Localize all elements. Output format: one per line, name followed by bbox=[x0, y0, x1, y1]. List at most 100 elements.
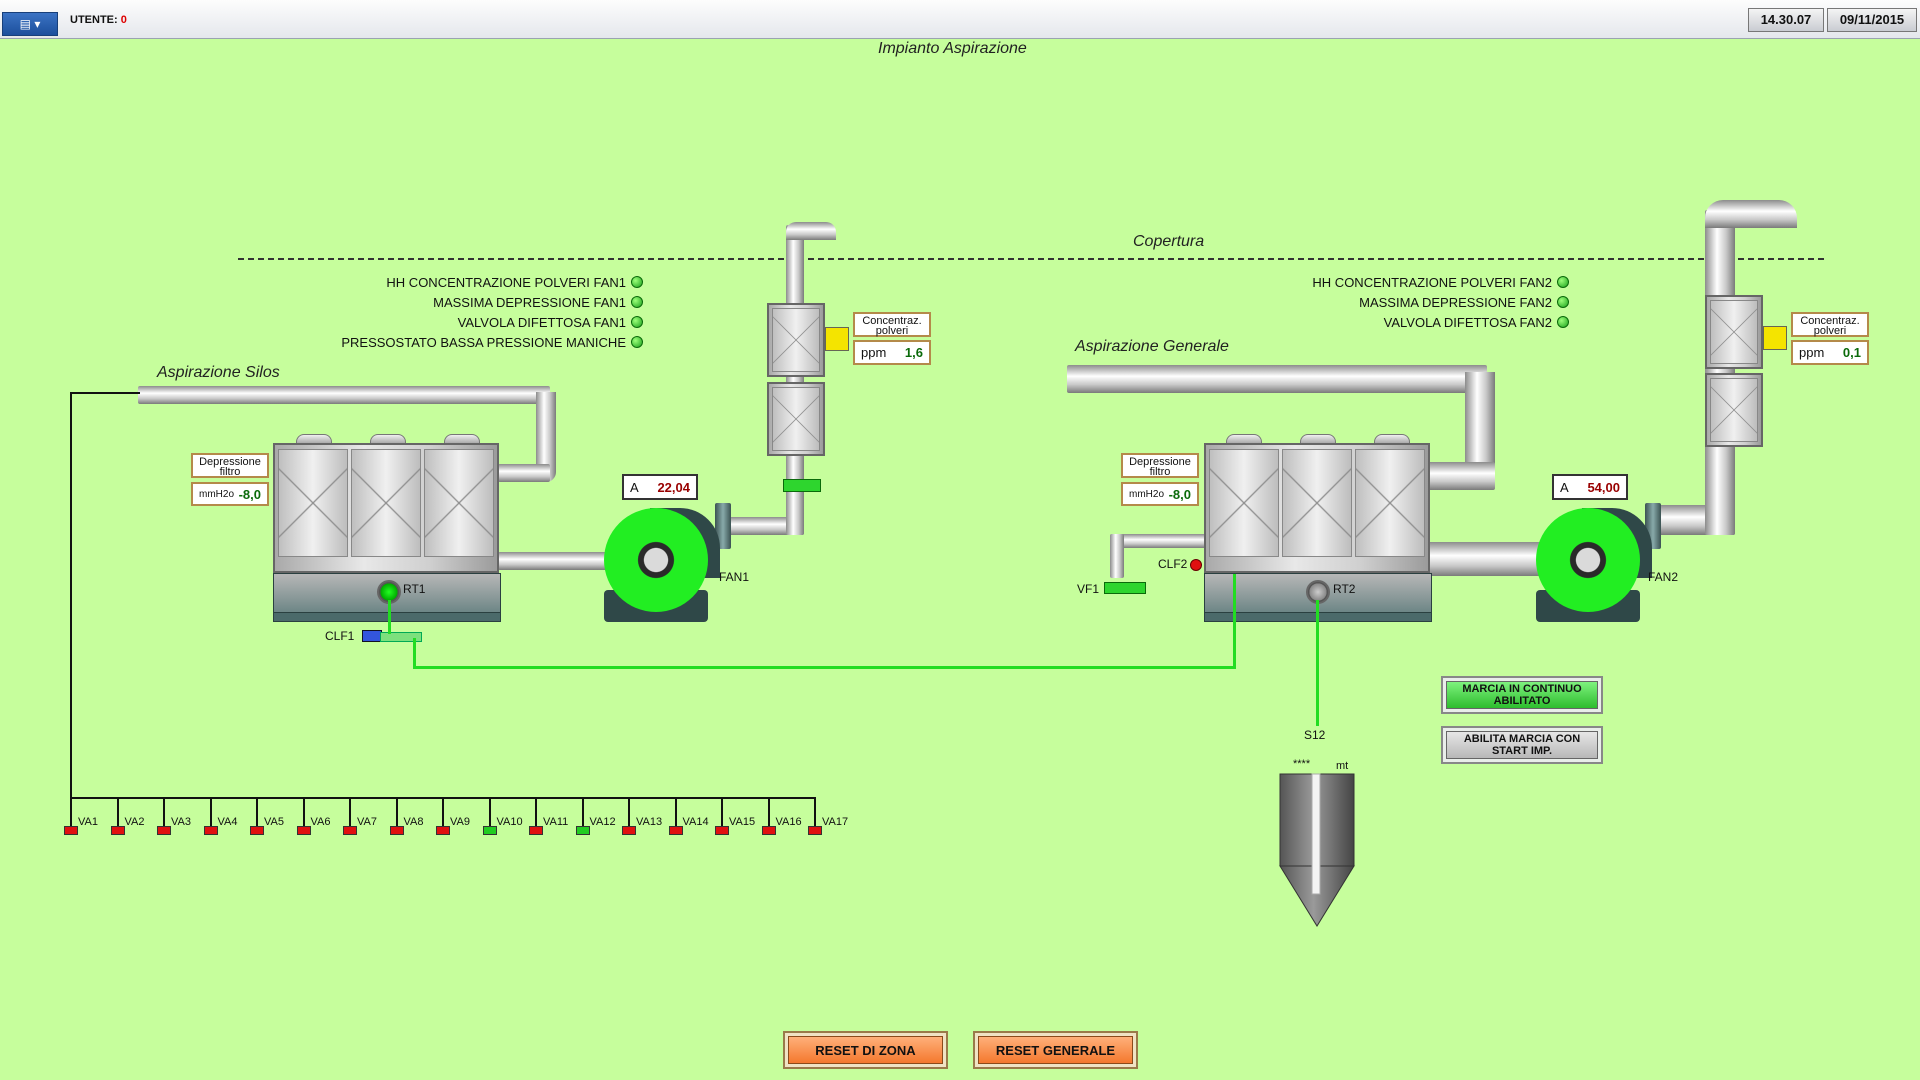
dust-unit: ppm bbox=[861, 345, 887, 360]
valve-stem bbox=[163, 797, 165, 829]
valve-label: VA10 bbox=[496, 816, 523, 828]
dust1-sensor-housing-bottom bbox=[767, 382, 825, 456]
enable-start-label: ABILITA MARCIA CON START IMP. bbox=[1446, 731, 1598, 759]
valve-label: VA11 bbox=[543, 816, 569, 828]
valve-icon bbox=[157, 826, 171, 835]
filter2-bag bbox=[1355, 449, 1425, 557]
valve-label: VA8 bbox=[403, 816, 424, 828]
valve-stem bbox=[535, 797, 537, 829]
silos-manifold-top bbox=[70, 392, 140, 394]
page-title: Impianto Aspirazione bbox=[878, 40, 1027, 57]
fan2-impeller-icon[interactable] bbox=[1536, 508, 1640, 612]
fan1-stack-hood bbox=[786, 222, 836, 240]
status-ok-icon bbox=[631, 336, 643, 348]
valve-label: VA4 bbox=[217, 816, 238, 828]
fan1-label: FAN1 bbox=[719, 570, 750, 584]
user-label: UTENTE: bbox=[70, 14, 118, 26]
current-unit: A bbox=[630, 479, 639, 495]
fan1-current-display: A 22,04 bbox=[622, 474, 698, 500]
valve-stem bbox=[814, 797, 816, 829]
valve-label: VA15 bbox=[729, 816, 756, 828]
valve-label: VA17 bbox=[822, 816, 849, 828]
general-intake-pipe bbox=[1067, 365, 1487, 393]
current-value: 54,00 bbox=[1587, 479, 1620, 495]
filter1-bag bbox=[424, 449, 494, 557]
filter2-inlet-pipe bbox=[1425, 462, 1495, 490]
roof-line bbox=[238, 258, 1824, 260]
silos-manifold-riser bbox=[70, 392, 72, 798]
valve-icon bbox=[575, 826, 590, 835]
dust1-cell bbox=[772, 308, 820, 372]
vf1-branch-drop bbox=[1110, 534, 1124, 578]
fan2-current-display: A 54,00 bbox=[1552, 474, 1628, 500]
enable-start-button[interactable]: ABILITA MARCIA CON START IMP. bbox=[1441, 726, 1603, 764]
alarm-label: HH CONCENTRAZIONE POLVERI FAN2 bbox=[1312, 275, 1552, 290]
valve-icon bbox=[529, 826, 543, 835]
dust1-cell bbox=[772, 387, 820, 451]
dust-unit: ppm bbox=[1799, 345, 1825, 360]
alarm-faulty-valve-fan1: VALVOLA DIFETTOSA FAN1 bbox=[458, 315, 643, 330]
valve-label: VA9 bbox=[450, 816, 470, 828]
filter1-inlet-pipe bbox=[498, 464, 550, 482]
fan1-damper-valve[interactable] bbox=[783, 479, 821, 492]
alarm-low-pressure-switch: PRESSOSTATO BASSA PRESSIONE MANICHE bbox=[341, 335, 643, 350]
status-ok-icon bbox=[631, 276, 643, 288]
clf1-label: CLF1 bbox=[325, 629, 355, 643]
alarm-label: MASSIMA DEPRESSIONE FAN1 bbox=[433, 295, 626, 310]
clf1-motor-icon[interactable] bbox=[362, 630, 382, 642]
main-menu-button[interactable]: ▤ ▾ bbox=[2, 12, 58, 36]
status-ok-icon bbox=[1557, 276, 1569, 288]
valve-icon bbox=[482, 826, 497, 835]
fan2-stack-pipe bbox=[1705, 210, 1735, 535]
rt1-label: RT1 bbox=[403, 582, 426, 596]
silo-level-value: **** bbox=[1293, 758, 1311, 770]
valve-stem bbox=[488, 797, 491, 829]
valve-icon bbox=[622, 826, 636, 835]
dust1-sensor-housing-top bbox=[767, 303, 825, 377]
user-indicator: UTENTE: 0 bbox=[70, 14, 127, 26]
valve-label: VA2 bbox=[124, 816, 145, 828]
user-value: 0 bbox=[120, 14, 127, 26]
filter2-depression-display: mmH2o -8,0 bbox=[1121, 482, 1199, 506]
valve-stem bbox=[674, 797, 677, 829]
roof-label: Copertura bbox=[1133, 233, 1205, 250]
continuous-run-button[interactable]: MARCIA IN CONTINUO ABILITATO bbox=[1441, 676, 1603, 714]
valve-label: VA1 bbox=[78, 816, 98, 828]
silos-line-label: Aspirazione Silos bbox=[157, 364, 280, 381]
reset-zone-label: RESET DI ZONA bbox=[788, 1036, 943, 1064]
depression-value: -8,0 bbox=[1168, 486, 1191, 502]
reset-general-button[interactable]: RESET GENERALE bbox=[973, 1031, 1138, 1069]
valve-icon bbox=[343, 826, 357, 835]
filter2-bag bbox=[1209, 449, 1279, 557]
valve-label: VA14 bbox=[682, 816, 709, 828]
clf1-conveyor-drop bbox=[413, 638, 416, 668]
date-display: 09/11/2015 bbox=[1827, 8, 1917, 32]
alarm-label: VALVOLA DIFETTOSA FAN1 bbox=[457, 315, 626, 330]
valve-icon bbox=[110, 826, 125, 835]
valve-icon bbox=[64, 826, 78, 835]
filter1-housing bbox=[273, 443, 499, 573]
clf2-status-icon[interactable] bbox=[1190, 559, 1202, 571]
reset-zone-button[interactable]: RESET DI ZONA bbox=[783, 1031, 948, 1069]
alarm-max-depression-fan2: MASSIMA DEPRESSIONE FAN2 bbox=[1359, 295, 1569, 310]
fan1-impeller-icon[interactable] bbox=[604, 508, 708, 612]
valve-label: VA16 bbox=[775, 816, 802, 828]
fan2-label: FAN2 bbox=[1648, 570, 1679, 584]
vf1-valve[interactable] bbox=[1104, 582, 1146, 594]
valve-label: VA12 bbox=[589, 816, 616, 828]
filter1-depression-display: mmH2o -8,0 bbox=[191, 482, 269, 506]
silo-s12-icon bbox=[1279, 773, 1355, 927]
valve-stem bbox=[256, 797, 258, 829]
valve-stem bbox=[70, 797, 72, 829]
depression-unit: mmH2o bbox=[1129, 488, 1165, 500]
alarm-label: PRESSOSTATO BASSA PRESSIONE MANICHE bbox=[341, 335, 626, 350]
clf1-screw-conveyor[interactable] bbox=[380, 632, 422, 642]
valve-icon bbox=[808, 826, 822, 835]
clf2-label: CLF2 bbox=[1158, 557, 1188, 571]
rt2-label: RT2 bbox=[1333, 582, 1356, 596]
alarm-label: MASSIMA DEPRESSIONE FAN2 bbox=[1359, 295, 1552, 310]
filter2-bag bbox=[1282, 449, 1352, 557]
rt2-to-silo-line bbox=[1316, 600, 1319, 726]
valve-icon bbox=[250, 826, 264, 835]
status-ok-icon bbox=[631, 316, 643, 328]
